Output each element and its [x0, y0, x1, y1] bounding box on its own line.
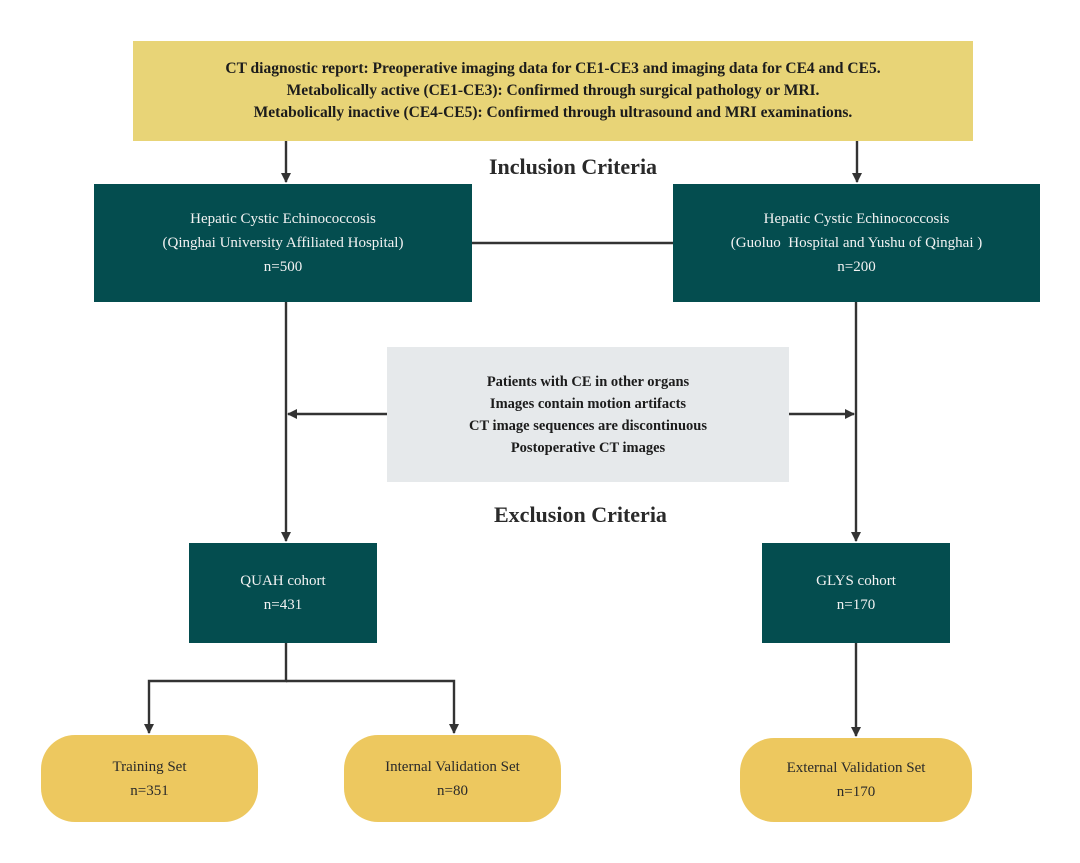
exclusion-item: Patients with CE in other organs — [486, 373, 690, 390]
hospital-left-n: n=500 — [263, 259, 303, 275]
exclusion-item: CT image sequences are discontinuous — [469, 417, 707, 434]
training-set-n: n=351 — [130, 782, 169, 799]
inclusion-criteria-label: Inclusion Criteria — [489, 154, 658, 179]
quah-cohort-n: n=431 — [263, 597, 303, 613]
hospital-right-n: n=200 — [837, 259, 876, 275]
glys-cohort-box: GLYS cohort n=170 — [762, 543, 950, 643]
internal-validation-set-box: Internal Validation Set n=80 — [344, 735, 561, 822]
glys-cohort-n: n=170 — [836, 597, 876, 613]
cohort-left-split-line-right — [286, 679, 459, 734]
hospital-right-box: Hepatic Cystic Echinococcosis (Guoluo Ho… — [673, 184, 1040, 302]
cohort-left-split-line — [144, 643, 288, 734]
exclusion-item: Postoperative CT images — [510, 439, 666, 456]
internal-validation-set-n: n=80 — [437, 782, 468, 799]
report-line-3: Metabolically inactive (CE4-CE5): Confir… — [253, 104, 853, 121]
hospital-right-title: Hepatic Cystic Echinococcosis — [763, 211, 950, 227]
hospital-left-site: (Qinghai University Affiliated Hospital) — [162, 235, 404, 251]
exclusion-criteria-box: Patients with CE in other organs Images … — [387, 347, 789, 482]
glys-cohort-name: GLYS cohort — [816, 573, 896, 589]
quah-cohort-box: QUAH cohort n=431 — [189, 543, 377, 643]
external-validation-set-n: n=170 — [836, 784, 876, 800]
hospital-left-box: Hepatic Cystic Echinococcosis (Qinghai U… — [94, 184, 472, 302]
exclusion-criteria-label: Exclusion Criteria — [494, 502, 667, 527]
external-validation-set-name: External Validation Set — [786, 760, 926, 776]
quah-cohort-name: QUAH cohort — [240, 573, 326, 589]
exclusion-item: Images contain motion artifacts — [489, 395, 687, 412]
training-set-box: Training Set n=351 — [41, 735, 258, 822]
hospital-right-site: (Guoluo Hospital and Yushu of Qinghai ) — [730, 235, 983, 251]
external-validation-set-box: External Validation Set n=170 — [740, 738, 972, 822]
ct-diagnostic-report-box: CT diagnostic report: Preoperative imagi… — [133, 41, 973, 141]
hospital-left-title: Hepatic Cystic Echinococcosis — [190, 211, 376, 227]
internal-validation-set-name: Internal Validation Set — [385, 758, 520, 775]
report-line-1: CT diagnostic report: Preoperative imagi… — [225, 60, 881, 77]
report-line-2: Metabolically active (CE1-CE3): Confirme… — [286, 82, 820, 99]
training-set-name: Training Set — [112, 758, 187, 775]
